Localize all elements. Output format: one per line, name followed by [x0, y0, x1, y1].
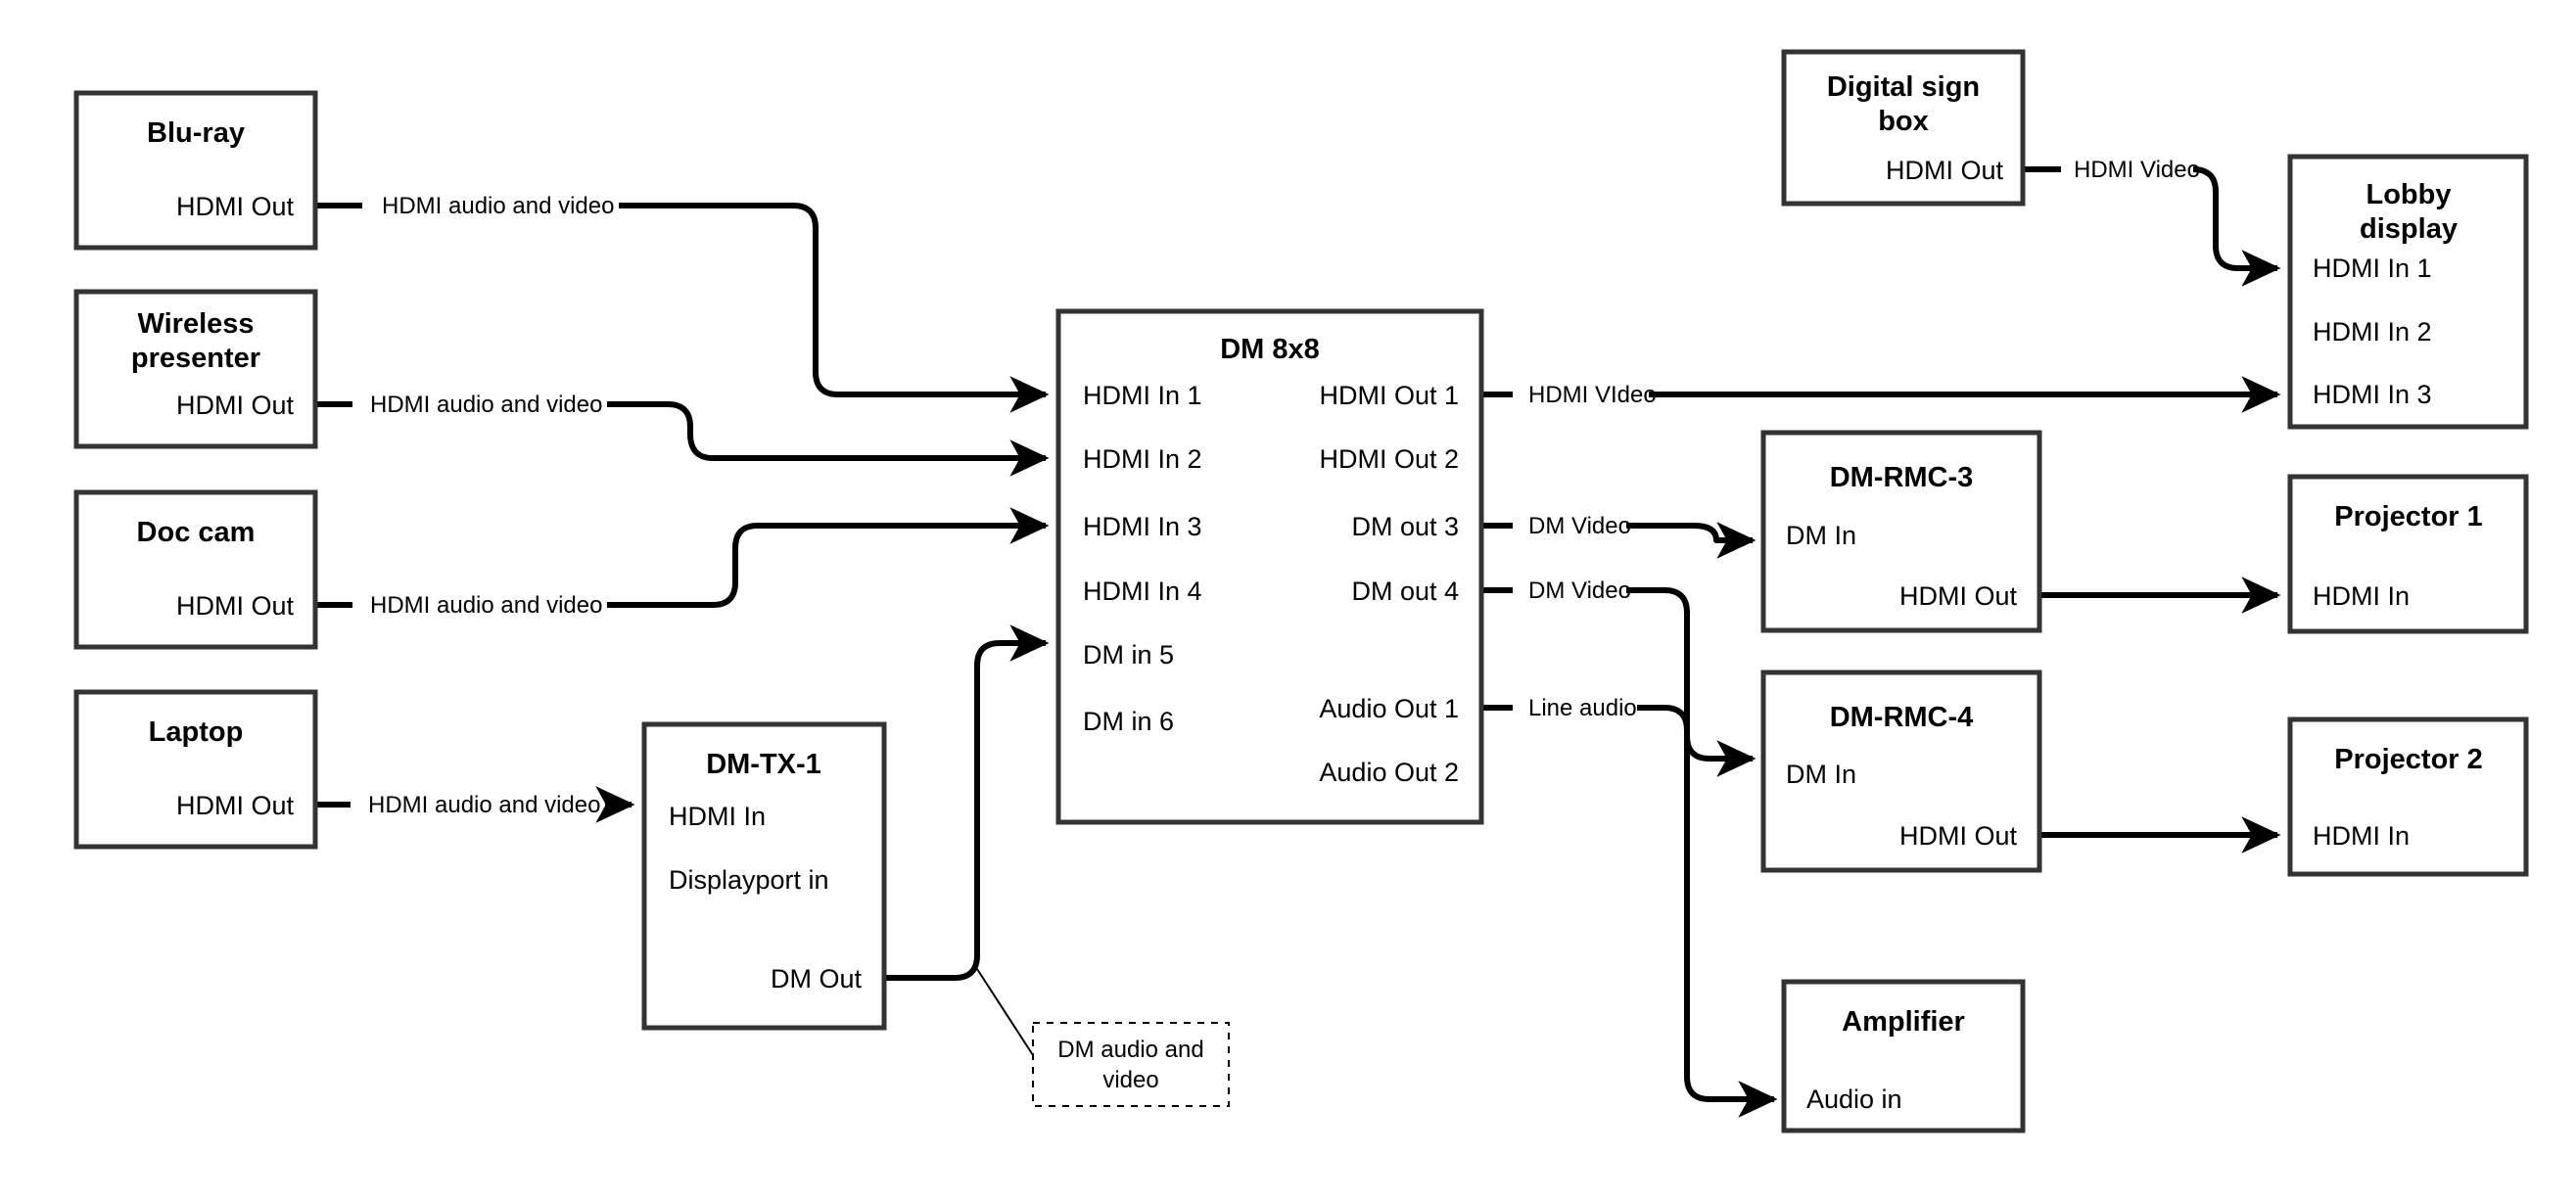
- node-projector-1-rect[interactable]: [2287, 474, 2529, 634]
- node-bluray[interactable]: Blu-ray HDMI Out: [73, 90, 318, 251]
- node-dm-rmc-4[interactable]: DM-RMC-4 DM In HDMI Out: [1760, 670, 2042, 873]
- node-dm-8x8-input-hdmi-in-2: HDMI In 2: [1083, 444, 1202, 474]
- node-bluray-rect[interactable]: [73, 90, 318, 251]
- wire-layer: [315, 166, 2277, 1099]
- node-dm-rmc-4-port-hdmi-out: HDMI Out: [1899, 821, 2018, 851]
- node-dm-tx-1-rect[interactable]: [641, 721, 887, 1031]
- node-dm-tx-1-title: DM-TX-1: [706, 749, 821, 780]
- edge-label-laptop: HDMI audio and video: [368, 792, 600, 818]
- node-dm-rmc-3[interactable]: DM-RMC-3 DM In HDMI Out: [1760, 430, 2042, 633]
- node-lobby-display-rect[interactable]: [2287, 154, 2529, 430]
- node-projector-2-rect[interactable]: [2287, 716, 2529, 877]
- node-wireless-presenter-title-line1: Wireless: [137, 308, 254, 340]
- node-dm-8x8-output-dm-out-4: DM out 4: [1351, 577, 1459, 606]
- node-laptop-title: Laptop: [149, 716, 244, 748]
- node-lobby-display-title-line1: Lobby: [2366, 179, 2452, 210]
- edge-label-bluray: HDMI audio and video: [382, 193, 614, 219]
- node-dm-8x8-output-dm-out-3: DM out 3: [1351, 512, 1459, 541]
- node-dm-8x8-rect[interactable]: [1055, 308, 1484, 825]
- node-doc-cam-rect[interactable]: [73, 489, 318, 650]
- node-digital-sign-box-title-line2: box: [1878, 106, 1929, 137]
- node-amplifier-rect[interactable]: [1781, 979, 2026, 1133]
- wire-dmtx1-to-dm-in-5: [884, 624, 1050, 981]
- wire-wireless-to-hdmi-in-2: [315, 401, 1046, 458]
- node-lobby-display[interactable]: Lobby display HDMI In 1 HDMI In 2 HDMI I…: [2287, 154, 2529, 430]
- node-dm-rmc-3-title: DM-RMC-3: [1830, 462, 1974, 493]
- node-digital-sign-box-title-line1: Digital sign: [1827, 71, 1980, 103]
- node-projector-2[interactable]: Projector 2 HDMI In: [2287, 716, 2529, 877]
- node-dm-8x8-input-dm-in-5: DM in 5: [1083, 640, 1174, 670]
- wire-audio-out-1-to-amplifier: [1481, 705, 1774, 1099]
- node-amplifier[interactable]: Amplifier Audio in: [1781, 979, 2026, 1133]
- node-dm-tx-1[interactable]: DM-TX-1 HDMI In Displayport in DM Out: [641, 721, 887, 1031]
- node-dm-8x8-output-audio-out-1: Audio Out 1: [1319, 694, 1459, 723]
- node-digital-sign-box-rect[interactable]: [1781, 49, 2026, 207]
- node-bluray-port-hdmi-out: HDMI Out: [176, 192, 295, 221]
- node-dm-8x8-input-dm-in-6: DM in 6: [1083, 707, 1174, 736]
- node-dm-8x8-output-hdmi-out-2: HDMI Out 2: [1319, 444, 1459, 474]
- node-projector-1-title: Projector 1: [2334, 501, 2483, 532]
- note-dm-audio-and-video-rect: [1032, 1022, 1230, 1107]
- node-projector-2-title: Projector 2: [2334, 744, 2483, 775]
- edge-label-hdmi-out-1: HDMI VIdeo: [1528, 382, 1657, 408]
- node-dm-rmc-4-port-dm-in: DM In: [1786, 760, 1856, 789]
- node-lobby-display-port-hdmi-in-2: HDMI In 2: [2313, 317, 2432, 346]
- node-dm-8x8-output-audio-out-2: Audio Out 2: [1319, 758, 1459, 787]
- node-dm-rmc-4-title: DM-RMC-4: [1830, 702, 1974, 733]
- edge-label-audio-out-1: Line audio: [1528, 695, 1637, 721]
- node-laptop-rect[interactable]: [73, 689, 318, 850]
- wire-dm-out-4-to-rmc4-dm-in: [1481, 587, 1753, 759]
- node-laptop[interactable]: Laptop HDMI Out: [73, 689, 318, 850]
- edge-label-wireless: HDMI audio and video: [370, 392, 602, 418]
- node-digital-sign-box[interactable]: Digital sign box HDMI Out: [1781, 49, 2026, 207]
- node-wireless-presenter-rect[interactable]: [73, 289, 318, 449]
- node-dm-tx-1-port-dm-out: DM Out: [771, 964, 863, 993]
- node-lobby-display-port-hdmi-in-1: HDMI In 1: [2313, 254, 2432, 283]
- note-dm-audio-and-video-line2: video: [1102, 1067, 1158, 1093]
- edge-label-doccam: HDMI audio and video: [370, 592, 602, 619]
- node-dm-8x8-input-hdmi-in-4: HDMI In 4: [1083, 577, 1202, 606]
- node-amplifier-port-audio-in: Audio in: [1806, 1085, 1902, 1114]
- node-dm-rmc-3-rect[interactable]: [1760, 430, 2042, 633]
- note-dm-audio-and-video-line1: DM audio and: [1057, 1037, 1203, 1063]
- note-dm-audio-and-video: DM audio and video: [1032, 1022, 1230, 1107]
- wire-dm-out-3-to-rmc3-dm-in: [1481, 526, 1753, 540]
- node-lobby-display-title-line2: display: [2360, 213, 2458, 245]
- node-projector-1-port-hdmi-in: HDMI In: [2313, 581, 2410, 611]
- node-dm-8x8-input-hdmi-in-1: HDMI In 1: [1083, 381, 1202, 410]
- node-doc-cam-title: Doc cam: [137, 517, 256, 548]
- node-projector-2-port-hdmi-in: HDMI In: [2313, 821, 2410, 851]
- node-wireless-presenter[interactable]: Wireless presenter HDMI Out: [73, 289, 318, 449]
- node-dm-8x8-title: DM 8x8: [1220, 334, 1320, 365]
- node-dm-tx-1-port-hdmi-in: HDMI In: [669, 802, 766, 831]
- node-laptop-port-hdmi-out: HDMI Out: [176, 791, 295, 820]
- node-bluray-title: Blu-ray: [147, 117, 245, 149]
- node-digital-sign-box-port-hdmi-out: HDMI Out: [1886, 156, 2004, 185]
- node-amplifier-title: Amplifier: [1842, 1006, 1965, 1038]
- wire-digsign-to-lobby-hdmi-in-1: [2023, 166, 2277, 268]
- edge-label-dm-out-4: DM Video: [1528, 577, 1631, 604]
- node-doc-cam-port-hdmi-out: HDMI Out: [176, 591, 295, 621]
- node-dm-8x8-input-hdmi-in-3: HDMI In 3: [1083, 512, 1202, 541]
- node-dm-8x8-output-hdmi-out-1: HDMI Out 1: [1319, 381, 1459, 410]
- edge-label-digsign: HDMI Video: [2074, 157, 2200, 183]
- node-projector-1[interactable]: Projector 1 HDMI In: [2287, 474, 2529, 634]
- wire-doccam-to-hdmi-in-3: [315, 526, 1046, 608]
- wire-bluray-to-hdmi-in-1: [315, 203, 1046, 394]
- leader-line-dm-audio-video-note: [976, 968, 1034, 1056]
- edge-label-dm-out-3: DM Video: [1528, 513, 1631, 539]
- node-doc-cam[interactable]: Doc cam HDMI Out: [73, 489, 318, 650]
- node-lobby-display-port-hdmi-in-3: HDMI In 3: [2313, 380, 2432, 409]
- edge-label-layer: HDMI audio and video HDMI audio and vide…: [368, 157, 2200, 818]
- node-dm-8x8[interactable]: DM 8x8 HDMI In 1 HDMI In 2 HDMI In 3 HDM…: [1055, 308, 1484, 825]
- node-dm-rmc-3-port-hdmi-out: HDMI Out: [1899, 581, 2018, 611]
- node-dm-rmc-4-rect[interactable]: [1760, 670, 2042, 873]
- node-dm-tx-1-port-displayport-in: Displayport in: [669, 865, 829, 895]
- node-dm-rmc-3-port-dm-in: DM In: [1786, 521, 1856, 550]
- node-wireless-presenter-port-hdmi-out: HDMI Out: [176, 391, 295, 420]
- node-wireless-presenter-title-line2: presenter: [131, 343, 260, 374]
